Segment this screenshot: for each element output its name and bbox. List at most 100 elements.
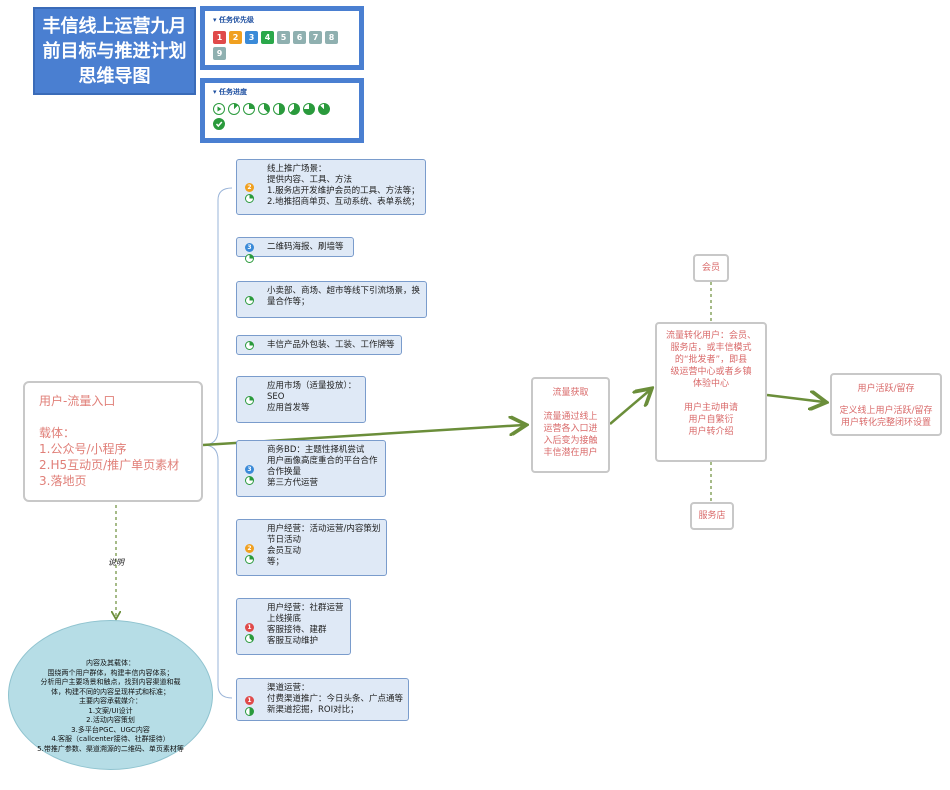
retain-title: 用户活跃/留存: [857, 384, 915, 394]
progress-pie-icon: [303, 103, 315, 115]
convert-node[interactable]: 流量转化用户：会员、 服务店，或丰信模式 的“批发者”，即县 级运营中心或者乡镇…: [655, 322, 767, 462]
convert-line: 的“批发者”，即县: [674, 355, 748, 365]
branch-line: 2.地推招商单页、互动系统、表单系统；: [267, 197, 420, 207]
acquire-line: 运营各入口进: [543, 424, 598, 434]
root-line: 1.公众号/小程序: [39, 442, 127, 456]
acquire-line: 丰信潜在用户: [543, 448, 598, 458]
branch-line: 丰信产品外包装、工装、工作牌等: [267, 340, 395, 350]
priority-icon: 3: [245, 464, 254, 474]
branch-line: 小卖部、商场、超市等线下引流场景，换: [267, 286, 421, 296]
progress-icon: [245, 395, 254, 405]
progress-pie-icon: [273, 103, 285, 115]
progress-icon: [245, 554, 254, 564]
retain-line: 用户转化完整闭环设置: [840, 418, 931, 428]
task-markers: 2: [245, 183, 263, 203]
branch-line: 渠道运营：: [267, 683, 310, 693]
task-markers: 1: [245, 695, 263, 716]
map-title: 丰信线上运营九月 前目标与推进计划 思维导图: [33, 7, 196, 95]
branch-line: 量合作等；: [267, 297, 310, 307]
title-line: 思维导图: [78, 66, 151, 87]
note-line: 体，构建不同的内容呈现样式和标准；: [51, 687, 170, 696]
branch-line: 二维码海报、刷墙等: [267, 242, 344, 252]
task-markers: [245, 395, 263, 406]
branch-line: 客服互动维护: [267, 636, 319, 646]
note-bubble[interactable]: 内容及其载体：围绕两个用户群体，构建丰信内容体系；分析用户主要场景和触点，找到内…: [8, 620, 213, 770]
branch-line: 客服接待、建群: [267, 625, 327, 635]
branch-line: 付费渠道推广：今日头条、广点通等: [267, 694, 404, 704]
branch-node[interactable]: 小卖部、商场、超市等线下引流场景，换量合作等；: [236, 281, 427, 318]
task-markers: [245, 295, 263, 306]
progress-icon: [245, 194, 254, 203]
priority-icon: 2: [245, 543, 254, 553]
convert-line: 级运营中心或者乡镇: [670, 367, 752, 377]
convert-line: 用户主动申请: [683, 403, 738, 413]
acquire-title: 流量获取: [552, 388, 589, 398]
branch-node[interactable]: 丰信产品外包装、工装、工作牌等: [236, 335, 402, 355]
title-line: 前目标与推进计划: [42, 41, 187, 62]
branch-line: 用户经营：社群运营: [267, 603, 344, 613]
acquire-node[interactable]: 流量获取 流量通过线上 运营各入口进 入后变为接触 丰信潜在用户: [531, 377, 610, 473]
task-markers: 2: [245, 543, 263, 564]
priority-badge: 4: [261, 31, 274, 44]
branch-line: 提供内容、工具、方法: [267, 175, 353, 185]
branch-line: 应用首发等: [267, 403, 310, 413]
branch-node[interactable]: 3 二维码海报、刷墙等: [236, 237, 354, 263]
progress-icon: [245, 341, 254, 350]
legend-progress: 任务进度: [200, 78, 364, 143]
progress-icon: [245, 295, 254, 305]
branch-line: 1.服务店开发维护会员的工具、方法等；: [267, 186, 420, 196]
task-markers: 3: [245, 243, 263, 263]
progress-icons: [213, 103, 343, 130]
priority-badge: 5: [277, 31, 290, 44]
priority-badge: 7: [309, 31, 322, 44]
check-icon: [213, 118, 225, 130]
task-markers: 3: [245, 464, 263, 485]
branch-line: 等；: [267, 557, 285, 567]
progress-pie-icon: [258, 103, 270, 115]
progress-icon: [245, 254, 254, 263]
priority-badge: 3: [245, 31, 258, 44]
priority-badge: 2: [229, 31, 242, 44]
priority-icon: 1: [245, 622, 254, 632]
priority-badge: 9: [213, 47, 226, 60]
root-title: 用户-流量入口: [39, 394, 116, 408]
root-line: 2.H5互动页/推广单页素材: [39, 458, 180, 472]
acquire-line: 入后变为接触: [543, 436, 598, 446]
branch-line: 会员互动: [267, 546, 302, 556]
branch-line: 用户画像高度重合的平台合作: [267, 456, 378, 466]
branch-node[interactable]: 1 渠道运营：付费渠道推广：今日头条、广点通等新渠道挖掘，ROI对比；: [236, 678, 409, 721]
branch-line: 合作换量: [267, 467, 302, 477]
arrow-convert-to-retain: [766, 395, 824, 402]
retain-node[interactable]: 用户活跃/留存 定义线上用户活跃/留存 用户转化完整闭环设置: [830, 373, 942, 436]
branch-line: 节日活动: [267, 535, 302, 545]
progress-icon: [245, 706, 254, 716]
legend-priority-title: 任务优先级: [213, 15, 351, 25]
root-line: 载体：: [39, 426, 76, 440]
branch-line: 上线摸底: [267, 614, 302, 624]
store-node[interactable]: 服务店: [690, 502, 734, 530]
store-label: 服务店: [698, 511, 726, 521]
note-line: 围绕两个用户群体，构建丰信内容体系；: [47, 668, 174, 677]
acquire-line: 流量通过线上: [543, 412, 598, 422]
branch-line: 应用市场（适量投放）：: [267, 381, 357, 391]
convert-line: 用户自繁衍: [688, 415, 734, 425]
progress-pie-icon: [318, 103, 330, 115]
title-line: 丰信线上运营九月: [42, 16, 187, 37]
branch-node[interactable]: 1 用户经营：社群运营上线摸底客服接待、建群客服互动维护: [236, 598, 351, 655]
branch-line: 线上推广场景：: [267, 164, 327, 174]
note-line: 5.带推广参数、渠道溯源的二维码、单页素材等: [37, 744, 184, 753]
progress-icon: [245, 475, 254, 485]
branch-line: 新渠道挖掘，ROI对比；: [267, 705, 359, 715]
note-line: 内容及其载体：: [86, 659, 135, 667]
priority-badge: 8: [325, 31, 338, 44]
progress-pie-icon: [228, 103, 240, 115]
member-node[interactable]: 会员: [693, 254, 729, 282]
root-line: 3.落地页: [39, 474, 87, 488]
root-node[interactable]: 用户-流量入口 载体： 1.公众号/小程序 2.H5互动页/推广单页素材 3.落…: [23, 381, 203, 502]
